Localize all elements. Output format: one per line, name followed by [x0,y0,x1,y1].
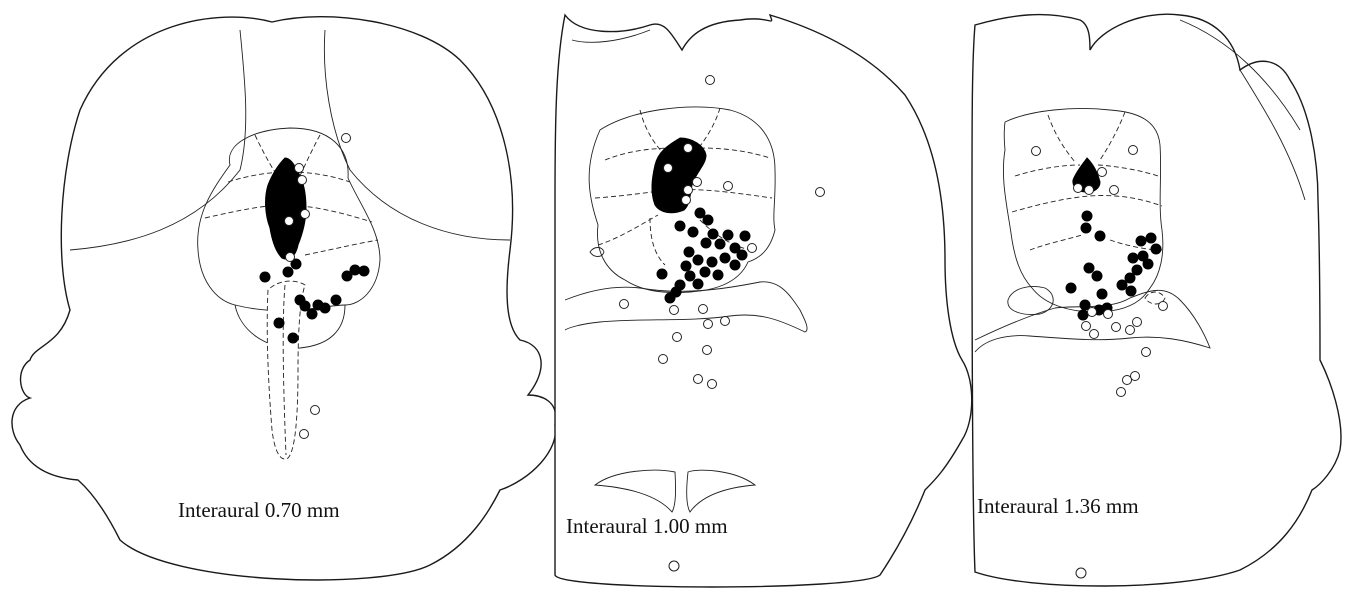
filled-marker [331,295,342,306]
open-marker [703,346,712,355]
filled-marker [1095,231,1106,242]
filled-marker [1128,253,1139,264]
filled-marker [684,247,695,258]
filled-marker [1066,283,1077,294]
open-marker [1123,376,1132,385]
open-marker [1098,168,1107,177]
filled-marker [1082,211,1093,222]
open-marker [1032,147,1041,156]
filled-marker [723,230,734,241]
open-marker [1159,302,1168,311]
section-panel-2: Interaural 1.00 mm [555,15,972,587]
open-marker [816,188,825,197]
open-marker [1104,310,1113,319]
open-marker [1090,330,1099,339]
filled-marker [288,333,299,344]
open-marker [1082,322,1091,331]
filled-marker [1078,310,1089,321]
filled-marker [681,261,692,272]
filled-marker [708,229,719,240]
filled-marker [1097,289,1108,300]
open-marker [311,406,320,415]
filled-marker [730,260,741,271]
open-marker [1085,186,1094,195]
section-panel-3: Interaural 1.36 mm [972,14,1341,586]
filled-marker [707,257,718,268]
open-marker [699,305,708,314]
filled-marker [320,303,331,314]
filled-marker [700,267,711,278]
open-marker [748,244,757,253]
open-marker [669,561,679,571]
filled-marker [1126,286,1137,297]
open-marker [298,176,307,185]
open-marker [286,253,295,262]
filled-marker [665,293,676,304]
open-marker [682,196,691,205]
filled-marker [1084,263,1095,274]
section-label-1: Interaural 0.70 mm [178,498,340,522]
open-marker [1126,326,1135,335]
section-label-3: Interaural 1.36 mm [977,494,1139,518]
filled-marker [657,269,668,280]
open-marker [724,182,733,191]
open-marker [659,355,668,364]
open-marker [1117,388,1126,397]
open-marker [300,430,309,439]
open-marker [1129,146,1138,155]
open-marker [1112,323,1121,332]
filled-marker [1117,280,1128,291]
open-marker [706,76,715,85]
filled-marker [359,266,370,277]
brain-outline-2 [555,15,972,587]
filled-marker [260,272,271,283]
open-marker [721,317,730,326]
open-marker [1142,348,1151,357]
filled-marker [688,227,699,238]
filled-marker [713,270,724,281]
filled-marker [283,267,294,278]
filled-marker [307,309,318,320]
open-marker [704,320,713,329]
open-marker [1110,186,1119,195]
open-marker [342,134,351,143]
section-panel-1: Interaural 0.70 mm [12,17,556,580]
filled-marker [693,255,704,266]
open-marker [673,333,682,342]
open-marker [1076,568,1086,578]
filled-marker [1146,233,1157,244]
open-marker [693,178,702,187]
open-marker [664,164,673,173]
filled-marker [1081,223,1092,234]
filled-marker [1143,259,1154,270]
filled-marker [685,271,696,282]
open-marker [684,186,693,195]
filled-marker [1092,271,1103,282]
filled-marker [693,279,704,290]
filled-marker [675,221,686,232]
filled-marker [720,253,731,264]
open-marker [1088,308,1097,317]
filled-marker [701,238,712,249]
open-marker [301,210,310,219]
filled-marker [737,250,748,261]
open-marker [684,144,693,153]
open-marker [1133,318,1142,327]
open-marker [1074,184,1083,193]
open-marker [285,217,294,226]
open-marker [694,375,703,384]
filled-marker [740,231,751,242]
filled-marker [715,239,726,250]
filled-marker [1151,244,1162,255]
filled-marker [703,215,714,226]
open-marker [295,164,304,173]
open-marker [708,380,717,389]
filled-marker [274,318,285,329]
open-marker [620,300,629,309]
open-marker [670,306,679,315]
section-label-2: Interaural 1.00 mm [566,514,728,538]
filled-marker [1136,236,1147,247]
